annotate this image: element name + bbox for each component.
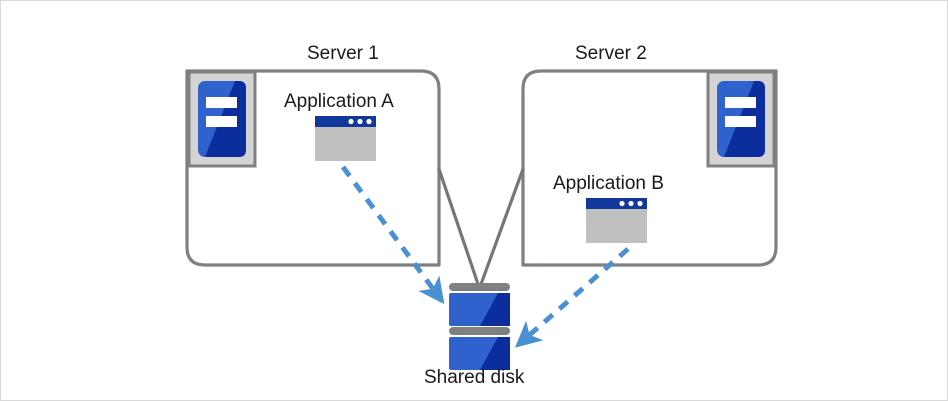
server-rack-icon — [187, 70, 257, 168]
server-1-title: Server 1 — [307, 43, 379, 64]
application-b-label: Application B — [553, 173, 664, 194]
app-window-icon — [315, 116, 376, 161]
app-a-access-arrow — [340, 165, 445, 305]
server1-to-disk-link — [437, 167, 481, 289]
server-rack-icon — [706, 70, 776, 168]
application-a-label: Application A — [284, 91, 394, 112]
server2-to-disk-link — [478, 167, 525, 289]
server-2-box — [521, 69, 778, 267]
server-2-title: Server 2 — [575, 43, 647, 64]
app-b-access-arrow — [515, 247, 630, 348]
shared-disk-label: Shared disk — [424, 367, 525, 388]
app-window-icon — [586, 198, 647, 243]
server-1-box — [185, 69, 441, 267]
disk-stack-icon — [449, 283, 510, 370]
